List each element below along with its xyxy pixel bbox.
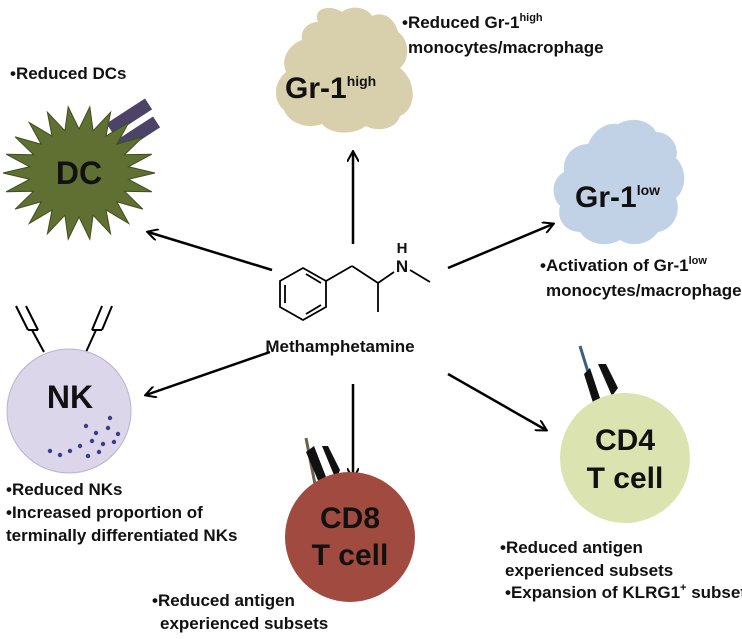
gr1high-caption-line2: monocytes/macrophage: [408, 38, 604, 57]
cd8-cell-body: [285, 472, 415, 602]
nk-caption-line2: •Increased proportion of: [6, 503, 203, 522]
nk-granule: [77, 443, 83, 449]
nk-granule: [67, 448, 73, 454]
nk-granule: [89, 438, 95, 444]
methamphetamine-structure: [279, 265, 431, 322]
arrow-to-cd4: [447, 372, 546, 430]
gr1high-caption-line1: •Reduced Gr-1high: [402, 12, 543, 32]
arrow-to-dc: [148, 232, 273, 272]
cd4-receptor-icon: [584, 364, 618, 406]
nk-granule: [100, 441, 106, 447]
nk-granule: [107, 415, 113, 421]
gr1low-cell-body: [553, 119, 685, 245]
nk-caption-line1: •Reduced NKs: [6, 480, 122, 499]
benzene-ring: [279, 266, 327, 322]
cd8-label-line1: CD8: [320, 502, 380, 535]
dc-cell: DC: [2, 98, 161, 241]
gr1low-caption-line2: monocytes/macrophage: [546, 281, 742, 300]
nk-cell-body: [6, 348, 132, 474]
cd8-caption-line1: •Reduced antigen: [152, 591, 295, 610]
cd4-caption-line3: •Expansion of KLRG1+ subset: [505, 582, 742, 602]
arrows: [146, 152, 553, 478]
nk-granules: [47, 415, 121, 459]
dc-caption: •Reduced DCs: [10, 64, 126, 83]
nk-granule: [93, 430, 99, 436]
nk-receptor-left-icon: [15, 305, 45, 353]
nk-granule: [47, 448, 53, 454]
cd4-cell-body: [560, 393, 690, 523]
cd4-caption-line2: experienced subsets: [505, 561, 673, 580]
nk-granule: [111, 439, 117, 445]
amine-label: N: [396, 257, 408, 276]
arrow-to-nk: [146, 350, 271, 395]
cd4-caption-line1: •Reduced antigen: [500, 538, 643, 557]
cd4-label-line1: CD4: [595, 424, 655, 457]
gr1low-caption-line1: •Activation of Gr-1low: [540, 255, 707, 275]
gr1high-cell-body: [275, 7, 413, 133]
gr1high-label: Gr-1high: [285, 72, 376, 105]
nk-label: NK: [47, 379, 93, 415]
cd8-label-line2: T cell: [312, 539, 389, 572]
nk-granule: [96, 449, 102, 455]
amine-h-label: H: [397, 240, 408, 257]
cd8-receptor-icon: [306, 446, 340, 490]
cd4-label-line2: T cell: [587, 462, 664, 495]
nk-caption-line3: terminally differentiated NKs: [6, 526, 237, 545]
dc-label: DC: [56, 155, 102, 191]
nk-granule: [85, 453, 91, 459]
cd8-caption-line2: experienced subsets: [160, 614, 328, 633]
dc-body-icon: [2, 105, 156, 241]
nk-granule: [83, 423, 89, 429]
nk-granule: [57, 452, 63, 458]
arrow-to-gr1low: [447, 224, 553, 270]
drug-name: Methamphetamine: [265, 337, 414, 356]
gr1low-label: Gr-1low: [575, 181, 660, 214]
nk-receptor-right-icon: [85, 305, 113, 353]
nk-granule: [115, 431, 121, 437]
nk-granule: [105, 425, 111, 431]
